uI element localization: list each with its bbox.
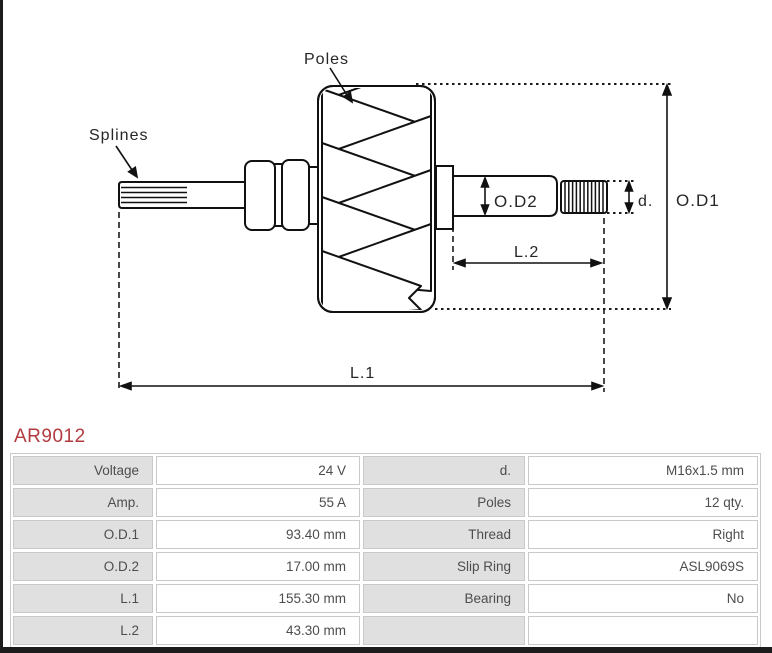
spec-label: Poles [363, 488, 525, 517]
spec-label: Slip Ring [363, 552, 525, 581]
spec-label: O.D.2 [13, 552, 153, 581]
poles-leader-arrow [329, 67, 354, 104]
shaft-stub [435, 165, 454, 230]
rotor-technical-drawing: Poles Splines O.D2 d. O.D1 L.2 L.1 [89, 51, 720, 392]
spline-shaft [118, 181, 246, 209]
spec-value: 155.30 mm [156, 584, 360, 613]
spec-value: Right [528, 520, 758, 549]
l2-label: L.2 [514, 244, 539, 261]
d-label: d. [638, 193, 653, 210]
spec-label: Voltage [13, 456, 153, 485]
od2-label: O.D2 [494, 192, 538, 211]
spec-value: 43.30 mm [156, 616, 360, 645]
spec-label: L.1 [13, 584, 153, 613]
spec-value: 12 qty. [528, 488, 758, 517]
spec-label: O.D.1 [13, 520, 153, 549]
part-number: AR9012 [14, 426, 86, 447]
splines-label: Splines [89, 127, 148, 144]
spec-value [528, 616, 758, 645]
spec-value: 55 A [156, 488, 360, 517]
spec-label: Amp. [13, 488, 153, 517]
collar-right [281, 159, 310, 231]
d-dimension-arrow [624, 179, 634, 215]
splines-leader-arrow [115, 145, 139, 179]
spec-value: ASL9069S [528, 552, 758, 581]
spec-label [363, 616, 525, 645]
spline-hatching [121, 186, 187, 204]
poles-label: Poles [304, 51, 349, 68]
l2-dimension-arrow [452, 258, 604, 268]
od2-dimension-arrow [480, 175, 490, 217]
thread-section [560, 180, 608, 214]
collar-left [244, 160, 276, 231]
l1-dimension-arrow [118, 381, 605, 391]
thread-hatching [564, 182, 604, 212]
spec-value: No [528, 584, 758, 613]
page-left-border [0, 0, 3, 653]
spec-label: Bearing [363, 584, 525, 613]
spec-label: d. [363, 456, 525, 485]
pole-pack [317, 85, 436, 313]
claw-poles [321, 88, 432, 310]
spec-value: 93.40 mm [156, 520, 360, 549]
od1-label: O.D1 [676, 191, 720, 210]
spec-value: 24 V [156, 456, 360, 485]
spec-label: L.2 [13, 616, 153, 645]
od1-dimension-arrow [661, 82, 673, 311]
spec-table: Voltage 24 V d. M16x1.5 mm Amp. 55 A Pol… [10, 453, 761, 648]
spec-label: Thread [363, 520, 525, 549]
output-shaft [452, 175, 558, 217]
spec-value: M16x1.5 mm [528, 456, 758, 485]
extension-lines [118, 83, 671, 392]
page-bottom-border [0, 647, 772, 653]
spec-value: 17.00 mm [156, 552, 360, 581]
l1-label: L.1 [350, 365, 375, 382]
